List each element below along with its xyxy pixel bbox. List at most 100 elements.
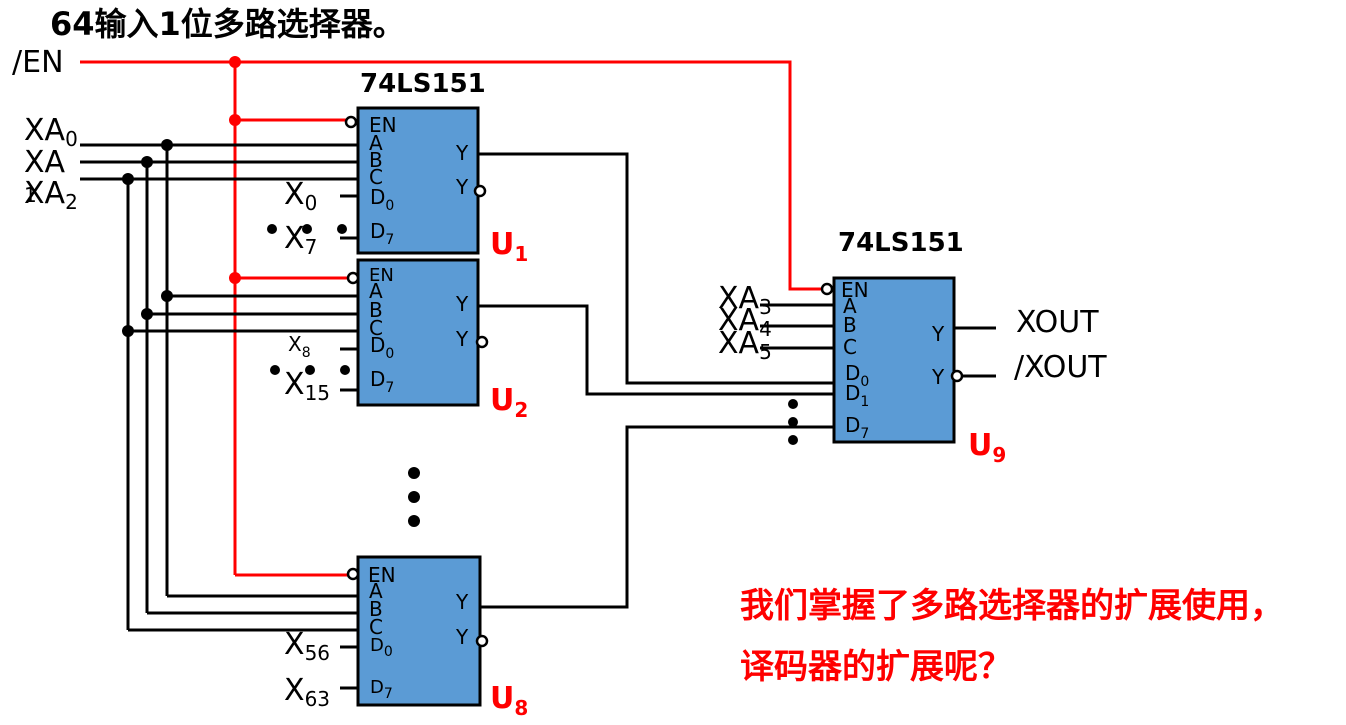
inversion-bubble <box>475 634 489 648</box>
xa4-label: XA4 <box>718 303 772 341</box>
pin-c: C <box>369 165 383 189</box>
junction-dot <box>122 173 134 185</box>
pin-a: A <box>369 131 383 155</box>
pin-d7: D7 <box>370 367 394 396</box>
pin-c: C <box>369 316 383 340</box>
x7-label: X7 <box>284 221 317 259</box>
chip-u1: 74LS151 EN A B C D0 D7 Y Y U1 <box>344 69 528 266</box>
unit-label-u8: U8 <box>490 681 528 720</box>
note-line-2: 译码器的扩展呢？ <box>740 647 1012 687</box>
junction-dot <box>141 156 153 168</box>
pin-a: A <box>369 279 383 303</box>
ellipsis-dots <box>267 224 798 527</box>
ellipsis-dot <box>340 365 350 375</box>
address-bus <box>80 139 358 632</box>
unit-label-u2: U2 <box>490 383 528 422</box>
unit-label-u9: U9 <box>968 428 1006 467</box>
pin-en: EN <box>369 113 397 137</box>
pin-en: EN <box>368 563 396 587</box>
inversion-bubble <box>344 115 358 129</box>
pin-d0: D0 <box>370 333 394 362</box>
pin-b: B <box>843 313 857 337</box>
chip-body <box>356 555 482 707</box>
chip-body <box>356 106 480 255</box>
xa2-label: XA2 <box>24 176 78 214</box>
pin-d7: D7 <box>370 219 394 248</box>
chip-u9: 74LS151 EN A B C D0 D1 D7 Y Y U9 <box>820 228 1006 467</box>
pin-ybar: Y <box>455 625 469 649</box>
ellipsis-dot <box>302 224 312 234</box>
en-main-wire <box>80 60 825 291</box>
chip-u8: EN A B C D0 D7 Y Y U8 <box>346 555 528 720</box>
chip-type-label: 74LS151 <box>360 69 486 99</box>
pin-d0: D0 <box>370 635 393 660</box>
output-wiring <box>478 152 996 609</box>
unit-label-u1: U1 <box>490 227 528 266</box>
ellipsis-dot <box>788 417 798 427</box>
pin-a: A <box>843 294 857 318</box>
pin-b: B <box>369 298 383 322</box>
pin-en: EN <box>841 278 869 302</box>
pin-d7: D7 <box>845 413 869 442</box>
junction-dot <box>122 325 134 337</box>
junction-dot <box>161 290 173 302</box>
pin-y: Y <box>455 590 469 614</box>
pin-d1: D1 <box>845 381 869 410</box>
chip-body <box>832 276 956 444</box>
ellipsis-dot <box>267 224 277 234</box>
en-junction-dot <box>229 114 241 126</box>
x15-label: X15 <box>284 367 330 405</box>
pin-ybar: Y <box>455 175 469 199</box>
pin-ybar: Y <box>455 327 469 351</box>
nxout-label: /XOUT <box>1014 350 1107 385</box>
inversion-bubble <box>346 271 360 285</box>
xa0-label: XA0 <box>24 113 78 151</box>
x56-label: X56 <box>284 627 330 665</box>
diagram-title: 64输入1位多路选择器。 <box>50 5 405 43</box>
pin-d7: D7 <box>370 677 393 702</box>
inversion-bubble <box>475 335 489 349</box>
pin-a: A <box>369 579 383 603</box>
chip-type-label: 74LS151 <box>838 228 964 258</box>
enable-wiring <box>80 56 825 577</box>
pin-d0: D0 <box>370 185 394 214</box>
chip-u2: EN A B C D0 D7 Y Y U2 <box>346 258 528 422</box>
en-signal-label: /EN <box>12 45 64 80</box>
x8-label: X8 <box>288 332 311 361</box>
u1-y-to-u9-d0 <box>478 152 834 385</box>
junction-dot <box>141 308 153 320</box>
ellipsis-dot <box>305 365 315 375</box>
chip-body <box>356 258 480 407</box>
ellipsis-dot <box>408 467 420 479</box>
pin-b: B <box>369 148 383 172</box>
pin-y: Y <box>931 322 945 346</box>
pin-en: EN <box>369 265 394 286</box>
u8-y-to-u9-d7 <box>480 425 834 609</box>
pin-d0: D0 <box>845 361 869 390</box>
u2-y-to-u9-d1 <box>478 304 834 396</box>
data-input-stubs <box>340 194 358 690</box>
ellipsis-dot <box>408 491 420 503</box>
junction-dot <box>161 139 173 151</box>
en-junction-dot <box>229 56 241 68</box>
pin-ybar: Y <box>931 365 945 389</box>
ellipsis-dot <box>408 515 420 527</box>
pin-y: Y <box>455 292 469 316</box>
inversion-bubble <box>820 282 834 296</box>
pin-b: B <box>369 597 383 621</box>
x63-label: X63 <box>284 673 330 711</box>
inversion-bubble <box>950 369 964 383</box>
en-junction-dot <box>229 272 241 284</box>
pin-c: C <box>843 335 857 359</box>
inversion-bubble <box>473 184 487 198</box>
xa5-label: XA5 <box>718 326 772 364</box>
x0-label: X0 <box>284 177 317 215</box>
pin-c: C <box>369 615 383 639</box>
ellipsis-dot <box>270 365 280 375</box>
ellipsis-dot <box>788 399 798 409</box>
xout-label: XOUT <box>1016 305 1099 340</box>
pin-y: Y <box>455 141 469 165</box>
note-line-1: 我们掌握了多路选择器的扩展使用， <box>740 586 1284 626</box>
